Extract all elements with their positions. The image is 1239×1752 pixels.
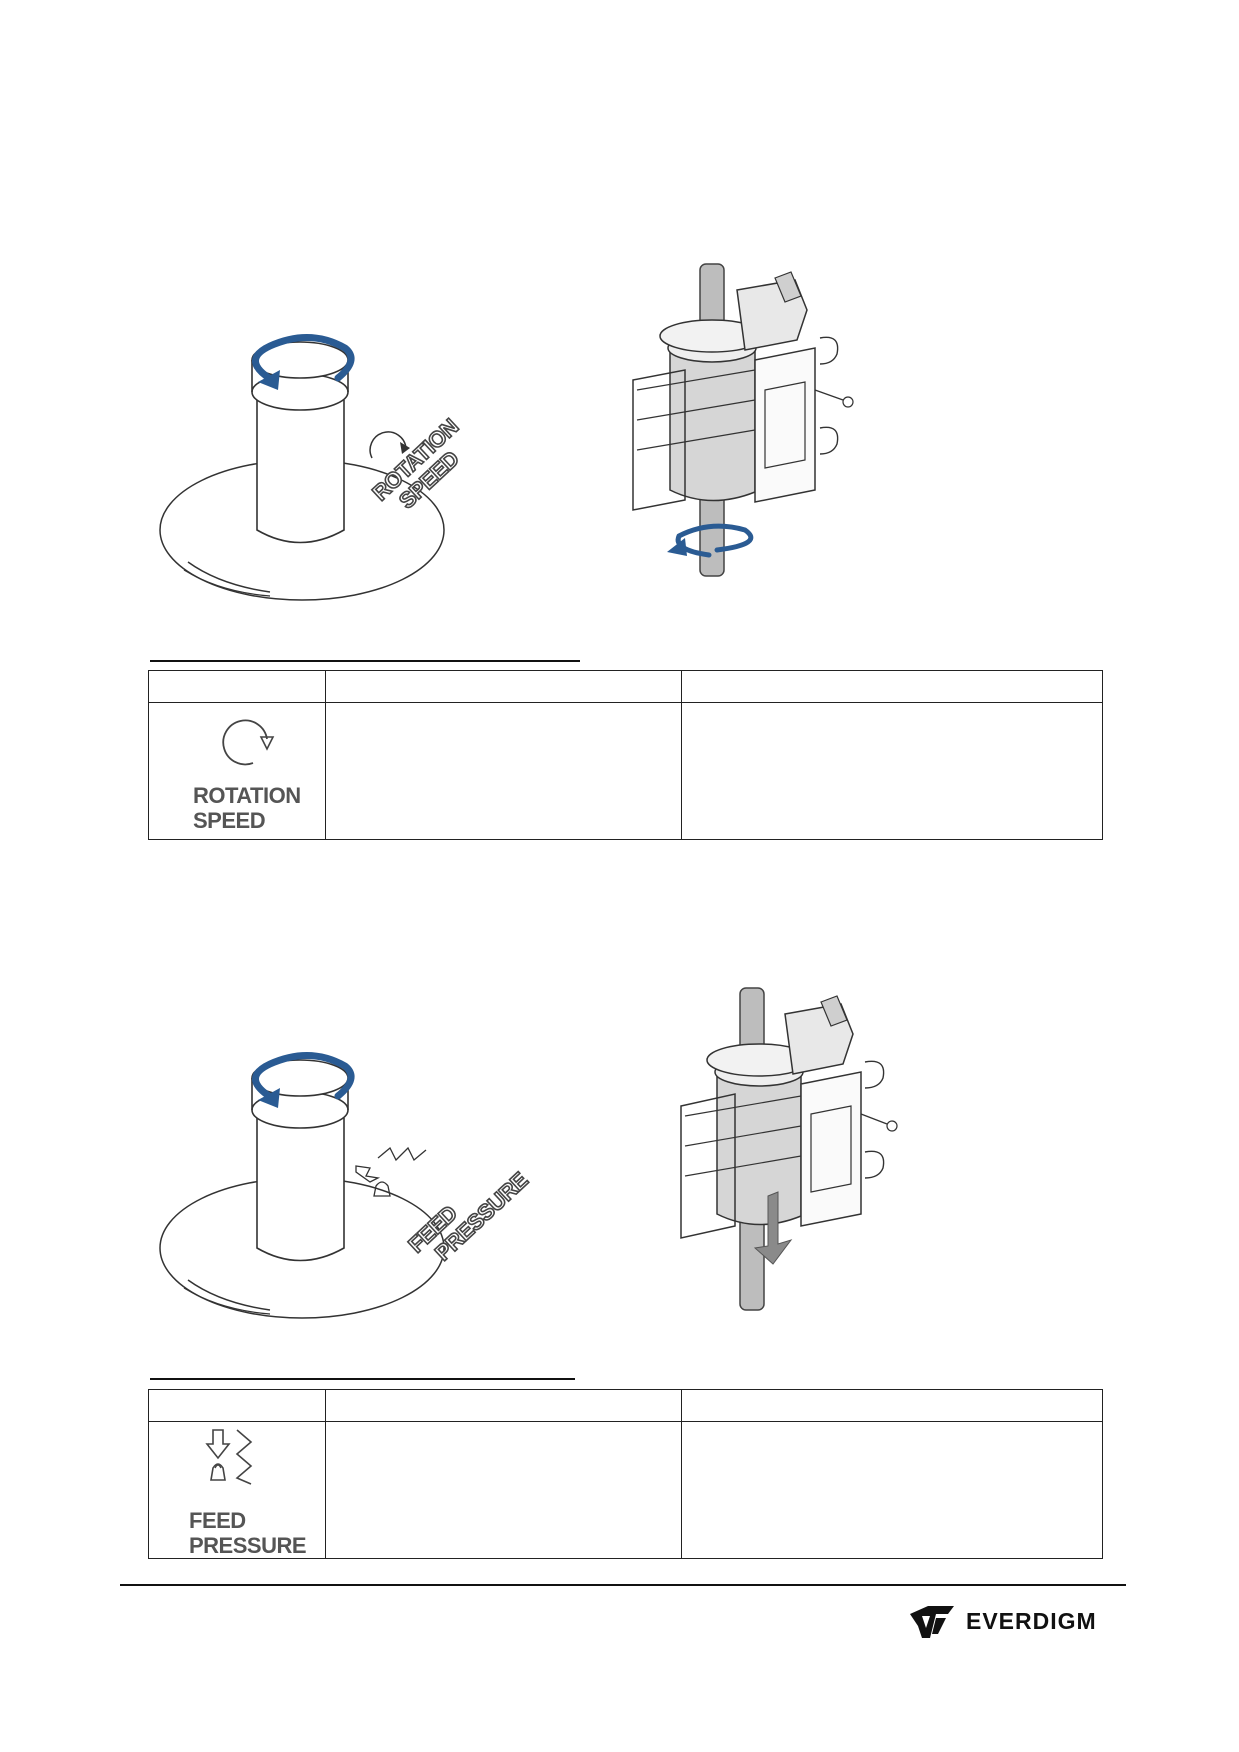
lever-feed-illustration — [159, 1052, 445, 1319]
table-header-cell — [325, 670, 682, 703]
footer-brand: EVERDIGM — [966, 1608, 1097, 1634]
everdigm-logo-icon — [910, 1606, 954, 1638]
table-header-cell — [681, 1389, 1103, 1422]
table-header-cell — [148, 670, 326, 703]
icon-cell-rotation: ROTATION SPEED — [148, 702, 326, 840]
feed-pressure-icon — [205, 1429, 253, 1485]
spec-table-rotation: ROTATION SPEED — [148, 670, 1103, 840]
icon-label-feed-pressure: FEED PRESSURE — [189, 1508, 307, 1558]
table-cell — [325, 702, 682, 840]
rotation-head-feed-illustration — [680, 987, 898, 1311]
rotation-head-rotation-illustration — [632, 263, 854, 577]
icon-label-rotation-speed: ROTATION SPEED — [193, 783, 301, 833]
section-underline-2 — [150, 1378, 575, 1380]
rotation-speed-icon — [222, 719, 275, 766]
lever-rotation-illustration — [159, 334, 445, 601]
table-cell — [681, 1421, 1103, 1559]
icon-cell-feed: FEED PRESSURE — [148, 1421, 326, 1559]
table-header-cell — [148, 1389, 326, 1422]
footer-rule — [120, 1584, 1126, 1586]
table-header-cell — [325, 1389, 682, 1422]
table-header-cell — [681, 670, 1103, 703]
section-underline-1 — [150, 660, 580, 662]
table-cell — [325, 1421, 682, 1559]
table-cell — [681, 702, 1103, 840]
spec-table-feed: FEED PRESSURE — [148, 1389, 1103, 1559]
